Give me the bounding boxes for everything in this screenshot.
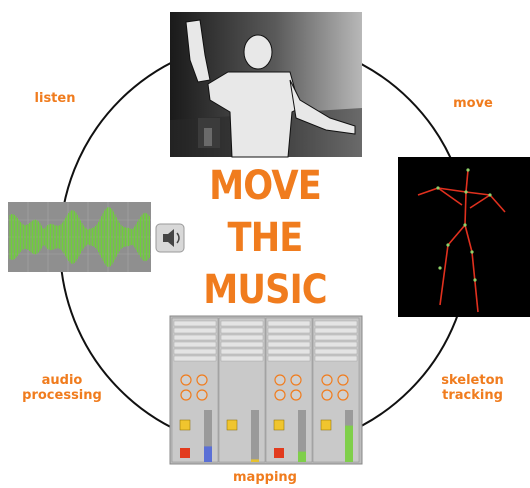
speaker-icon[interactable] (155, 223, 185, 253)
title-line: MUSIC (203, 267, 327, 313)
main-title: MOVE THE MUSIC (199, 160, 331, 316)
audio-waveform-image (8, 202, 151, 272)
label-mapping: mapping (233, 470, 297, 485)
label-move: move (453, 96, 493, 111)
title-line: MOVE (209, 163, 322, 209)
depth-camera-image (170, 12, 362, 158)
title-line: THE (227, 215, 304, 261)
label-audio-processing: audio processing (22, 373, 102, 403)
label-skeleton-tracking: skeleton tracking (441, 373, 504, 403)
skeleton-tracking-image (398, 157, 530, 317)
mixer-mapping-image (169, 315, 363, 465)
label-listen: listen (34, 91, 76, 106)
